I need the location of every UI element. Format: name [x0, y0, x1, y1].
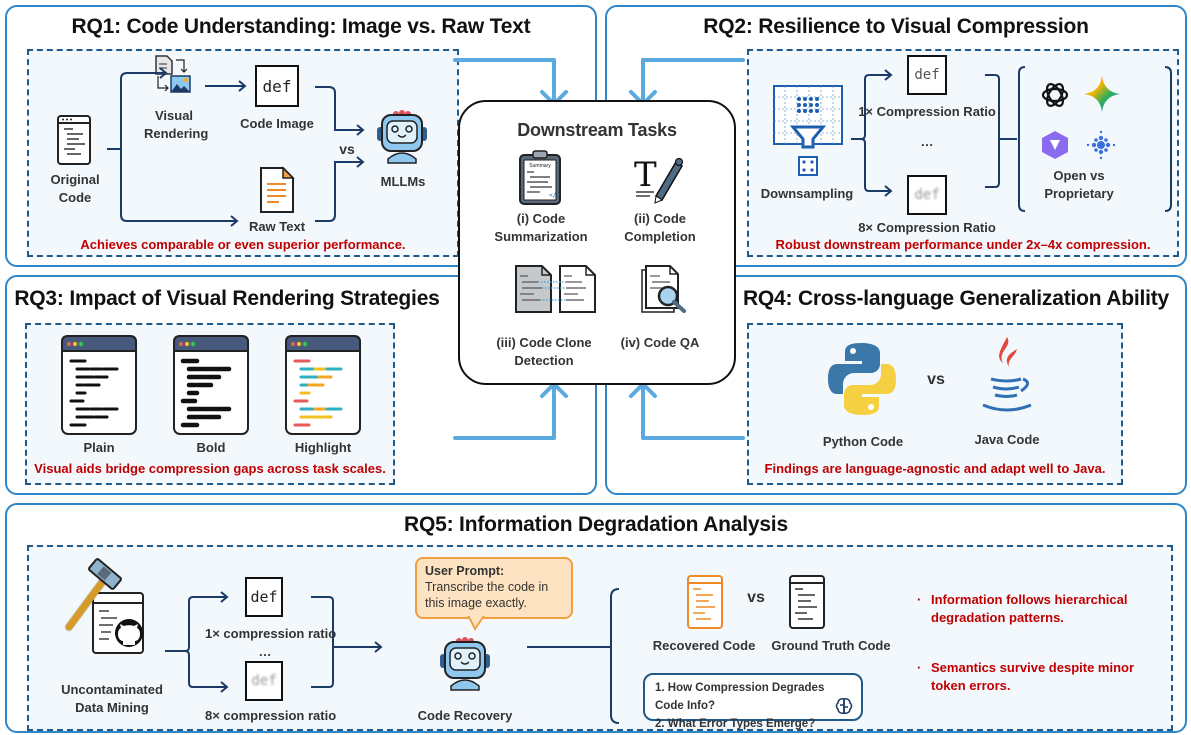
bubble-tail: [467, 615, 485, 631]
svg-text:Summary: Summary: [529, 163, 551, 169]
meta-cluster-logo-icon: [1086, 130, 1116, 160]
code-image-label: Code Image: [240, 116, 314, 131]
rq2-finding: Robust downstream performance under 2x–4…: [775, 237, 1151, 252]
ratio-1x-label-rq5: 1× compression ratio: [205, 626, 337, 641]
downsampling-label: Downsampling: [760, 186, 854, 201]
def-1x-box: def: [907, 55, 947, 95]
vs-label: vs: [339, 141, 355, 157]
recovered-code-label: Recovered Code: [652, 638, 756, 653]
user-prompt-bubble: User Prompt: Transcribe the code in this…: [415, 557, 573, 619]
downstream-title: Downstream Tasks: [517, 120, 677, 140]
rq4-content-box: Python Code vs Java Code Findings are la…: [747, 323, 1123, 485]
rq2-content-box: Downsampling def 1× Compression Ratio … …: [747, 49, 1179, 257]
rq2-flow-arrows: [851, 66, 1172, 212]
question-1: 1. How Compression Degrades Code Info?: [655, 682, 825, 712]
openai-logo-icon: [1041, 83, 1069, 107]
robot-recovery-icon: [440, 637, 490, 691]
brain-icon: [835, 698, 853, 714]
python-logo-icon: [828, 343, 896, 415]
raw-text-label: Raw Text: [248, 219, 306, 234]
java-code-label: Java Code: [974, 432, 1040, 447]
rendering-style-label: Bold: [196, 440, 226, 455]
rq5-panel: RQ5: Information Degradation Analysis Un…: [5, 503, 1187, 733]
code-file-icon: [57, 115, 91, 165]
rendering-style-label: Highlight: [294, 440, 352, 455]
ratio-8x-label-rq5: 8× compression ratio: [205, 708, 337, 723]
analysis-questions-box: 1. How Compression Degrades Code Info? 2…: [643, 673, 863, 730]
prompt-title: User Prompt:: [425, 564, 505, 578]
bullet-2: ·: [917, 660, 922, 675]
rq3-title: RQ3: Impact of Visual Rendering Strategi…: [14, 287, 440, 310]
downsampling-filter-icon: [773, 85, 843, 176]
rendering-style-label: Plain: [83, 440, 115, 455]
question-2: 2. What Error Types Emerge?: [655, 718, 816, 730]
doc-search-icon: [641, 265, 686, 313]
vs-label-rq4: vs: [927, 371, 945, 388]
def-1x-box-rq5: def: [245, 577, 283, 617]
rq5-flow-arrows: [165, 588, 620, 724]
ground-truth-code-icon: [789, 575, 825, 629]
rq5-title: RQ5: Information Degradation Analysis: [404, 513, 788, 536]
rq4-title: RQ4: Cross-language Generalization Abili…: [742, 287, 1170, 310]
data-mining-github-icon: [64, 558, 144, 654]
code-recovery-label: Code Recovery: [417, 708, 513, 723]
ratio-1x-label: 1× Compression Ratio: [858, 104, 996, 119]
clone-docs-icon: [515, 265, 596, 313]
ground-truth-label: Ground Truth Code: [771, 638, 891, 653]
finding-2: · Semantics survive despite minor token …: [917, 660, 1135, 693]
clipboard-summary-icon: Summary </>: [519, 150, 561, 205]
svg-text:T: T: [634, 155, 657, 195]
rq1-flow-arrows: [107, 67, 365, 227]
pen-text-icon: T: [634, 155, 684, 204]
vs-label-rq5: vs: [747, 589, 765, 606]
mllms-label: MLLMs: [380, 174, 426, 189]
raw-text-file-icon: [260, 166, 295, 213]
code-window-bold-icon: [173, 335, 249, 435]
rq3-content-box: Plain Bold Highlight Visual aids bridge co…: [25, 323, 395, 485]
code-window-highlight-icon: [285, 335, 361, 435]
recovered-code-icon: [687, 575, 723, 629]
prompt-text: Transcribe the code in this image exactl…: [425, 580, 549, 610]
rq3-finding: Visual aids bridge compression gaps acro…: [34, 461, 386, 476]
java-logo-icon: [982, 337, 1032, 412]
rq4-finding: Findings are language-agnostic and adapt…: [764, 461, 1106, 476]
ellipsis: …: [920, 134, 934, 149]
python-code-label: Python Code: [822, 434, 904, 449]
ellipsis-rq5: …: [258, 644, 272, 659]
rq2-title: RQ2: Resilience to Visual Compression: [703, 15, 1089, 38]
bullet-1: ·: [917, 592, 922, 607]
def-8x-box-rq5: def: [245, 661, 283, 701]
rq1-title: RQ1: Code Understanding: Image vs. Raw T…: [71, 15, 531, 38]
task-code-qa-label: (iv) Code QA: [620, 335, 700, 350]
gemini-logo-icon: [1084, 76, 1120, 112]
svg-text:</>: </>: [549, 192, 560, 199]
ratio-8x-label: 8× Compression Ratio: [858, 220, 996, 235]
robot-mllm-icon: [377, 110, 427, 164]
qwen-logo-icon: [1042, 131, 1068, 159]
visual-rendering-icon: [155, 55, 191, 93]
finding-1: · Information follows hierarchical degra…: [917, 592, 1128, 625]
code-window-plain-icon: [61, 335, 137, 435]
code-image-box: def: [255, 65, 299, 107]
rq1-finding: Achieves comparable or even superior per…: [80, 237, 406, 252]
def-8x-box: def: [907, 175, 947, 215]
